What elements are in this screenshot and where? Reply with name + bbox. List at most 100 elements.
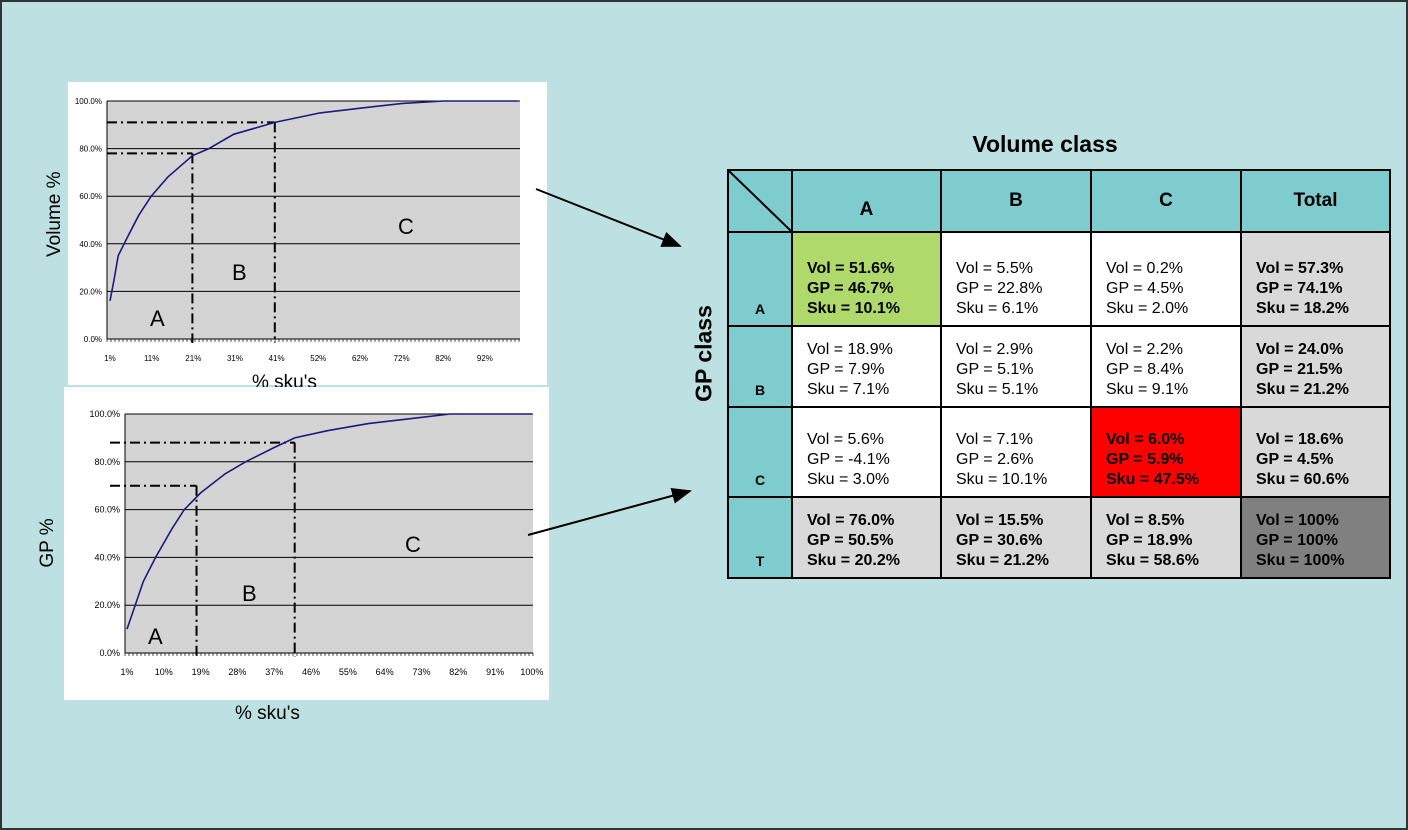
matrix-cell-line: GP = 46.7% (807, 280, 894, 297)
x-tick-label: 73% (412, 667, 430, 677)
matrix-cell: Vol = 15.5% GP = 30.6% Sku = 21.2% (940, 496, 1092, 579)
matrix-cell-line: GP = 30.6% (956, 532, 1043, 549)
x-tick-label: 100% (520, 667, 543, 677)
x-tick-label: 37% (265, 667, 283, 677)
x-tick-label: 91% (486, 667, 504, 677)
matrix-cell: Vol = 100%GP = 100%Sku = 100% (1240, 496, 1391, 579)
y-tick-label: 20.0% (94, 600, 120, 610)
region-label-a: A (150, 306, 165, 331)
matrix-header-row: A B C Total (727, 169, 1391, 233)
matrix-cell-line: GP = 18.9% (1106, 532, 1193, 549)
region-label-b: B (242, 581, 257, 606)
x-tick-label: 41% (269, 354, 285, 363)
region-label-b: B (232, 260, 247, 285)
matrix-cell: Vol = 18.9%GP = 7.9%Sku = 7.1% (791, 325, 942, 408)
matrix-cell-line: Sku = 58.6% (1106, 552, 1199, 569)
matrix-col-header: A (791, 169, 942, 233)
matrix-col-header: Total (1240, 169, 1391, 233)
matrix-row-header: B (727, 325, 793, 408)
cumulative-line (126, 413, 532, 630)
matrix-row-header: C (727, 406, 793, 498)
matrix-cell-line: Vol = 8.5% (1106, 512, 1185, 529)
x-tick-label: 55% (339, 667, 357, 677)
y-tick-label: 80.0% (94, 457, 120, 467)
matrix-cell-line: Vol = 15.5% (956, 512, 1044, 529)
matrix-cell-line: GP = 4.5% (1256, 451, 1334, 468)
plot-area (125, 414, 533, 653)
matrix-cell: Vol = 7.1%GP = 2.6%Sku = 10.1% (940, 406, 1092, 498)
matrix-corner-cell (727, 169, 793, 233)
matrix-cell: Vol = 8.5% GP = 18.9% Sku = 58.6% (1090, 496, 1242, 579)
matrix-col-header: C (1090, 169, 1242, 233)
matrix-cell-line: Sku = 21.2% (1256, 381, 1349, 398)
matrix-cell-line: Sku = 10.1% (807, 300, 900, 317)
matrix-cell-line: Sku = 60.6% (1256, 471, 1349, 488)
matrix-cell-line: GP = 8.4% (1106, 361, 1184, 378)
x-tick-label: 31% (227, 354, 243, 363)
matrix-cell-line: GP = 74.1% (1256, 280, 1343, 297)
x-tick-label: 72% (394, 354, 410, 363)
matrix-row-header: A (727, 231, 793, 327)
matrix-col-header: B (940, 169, 1092, 233)
x-tick-label: 19% (192, 667, 210, 677)
x-tick-label: 62% (352, 354, 368, 363)
x-tick-label: 82% (435, 354, 451, 363)
matrix-cell-line: Sku = 20.2% (807, 552, 900, 569)
x-tick-label: 28% (228, 667, 246, 677)
x-tick-label: 1% (120, 667, 133, 677)
matrix-cell: Vol = 6.0%GP = 5.9%Sku = 47.5% (1090, 406, 1242, 498)
arrow-volume-to-matrix (535, 188, 682, 247)
matrix-cell-line: Sku = 7.1% (807, 381, 890, 398)
x-tick-label: 21% (185, 354, 201, 363)
matrix-cell-line: Vol = 57.3% (1256, 260, 1344, 277)
gp-x-axis-label: % sku's (235, 703, 300, 724)
matrix-cell-line: Vol = 76.0% (807, 512, 895, 529)
matrix-cell-line: Sku = 10.1% (956, 471, 1048, 488)
matrix-cell-line: Vol = 2.2% (1106, 341, 1183, 358)
matrix-cell-line: GP = 5.1% (956, 361, 1034, 378)
matrix-cell-line: Vol = 0.2% (1106, 260, 1183, 277)
matrix-cell-line: Vol = 6.0% (1106, 431, 1185, 448)
matrix-cell: Vol = 51.6%GP = 46.7%Sku = 10.1% (791, 231, 942, 327)
matrix-column-title: Volume class (972, 131, 1118, 157)
x-tick-label: 52% (310, 354, 326, 363)
plot-area (107, 101, 520, 339)
matrix-cell: Vol = 2.2%GP = 8.4%Sku = 9.1% (1090, 325, 1242, 408)
matrix-cell-line: Vol = 5.5% (956, 260, 1033, 277)
gp-pareto-chart: 0.0%20.0%40.0%60.0%80.0%100.0%1%10%19%28… (89, 409, 543, 677)
matrix-cell: Vol = 2.9%GP = 5.1%Sku = 5.1% (940, 325, 1092, 408)
y-tick-label: 40.0% (94, 552, 120, 562)
matrix-cell-line: Sku = 5.1% (956, 381, 1039, 398)
matrix-cell-line: Vol = 5.6% (807, 431, 884, 448)
volume-pareto-chart: 0.0%20.0%40.0%60.0%80.0%100.0%1%11%21%31… (75, 97, 520, 363)
matrix-cell-line: Sku = 18.2% (1256, 300, 1349, 317)
matrix-row-title: GP class (690, 305, 717, 402)
matrix-cell-line: GP = 7.9% (807, 361, 885, 378)
x-tick-label: 92% (477, 354, 493, 363)
matrix-cell-line: GP = 100% (1256, 532, 1338, 549)
matrix-cell-line: GP = 2.6% (956, 451, 1034, 468)
gp-chart-box: 0.0%20.0%40.0%60.0%80.0%100.0%1%10%19%28… (64, 387, 549, 700)
y-tick-label: 60.0% (94, 505, 120, 515)
matrix-cell-line: Sku = 3.0% (807, 471, 890, 488)
matrix-cell-line: GP = 4.5% (1106, 280, 1184, 297)
y-tick-label: 0.0% (84, 335, 102, 344)
x-tick-label: 46% (302, 667, 320, 677)
matrix-cell-line: Sku = 21.2% (956, 552, 1049, 569)
x-tick-label: 1% (104, 354, 116, 363)
y-tick-label: 40.0% (79, 240, 102, 249)
matrix-cell: Vol = 5.5%GP = 22.8%Sku = 6.1% (940, 231, 1092, 327)
x-tick-label: 10% (155, 667, 173, 677)
matrix-cell: Vol = 76.0%GP = 50.5%Sku = 20.2% (791, 496, 942, 579)
y-tick-label: 100.0% (75, 97, 102, 106)
volume-chart-box: 0.0%20.0%40.0%60.0%80.0%100.0%1%11%21%31… (68, 82, 547, 385)
y-tick-label: 0.0% (99, 648, 120, 658)
matrix-cell-line: GP = 21.5% (1256, 361, 1343, 378)
matrix-cell-line: Vol = 18.6% (1256, 431, 1344, 448)
x-tick-label: 64% (376, 667, 394, 677)
